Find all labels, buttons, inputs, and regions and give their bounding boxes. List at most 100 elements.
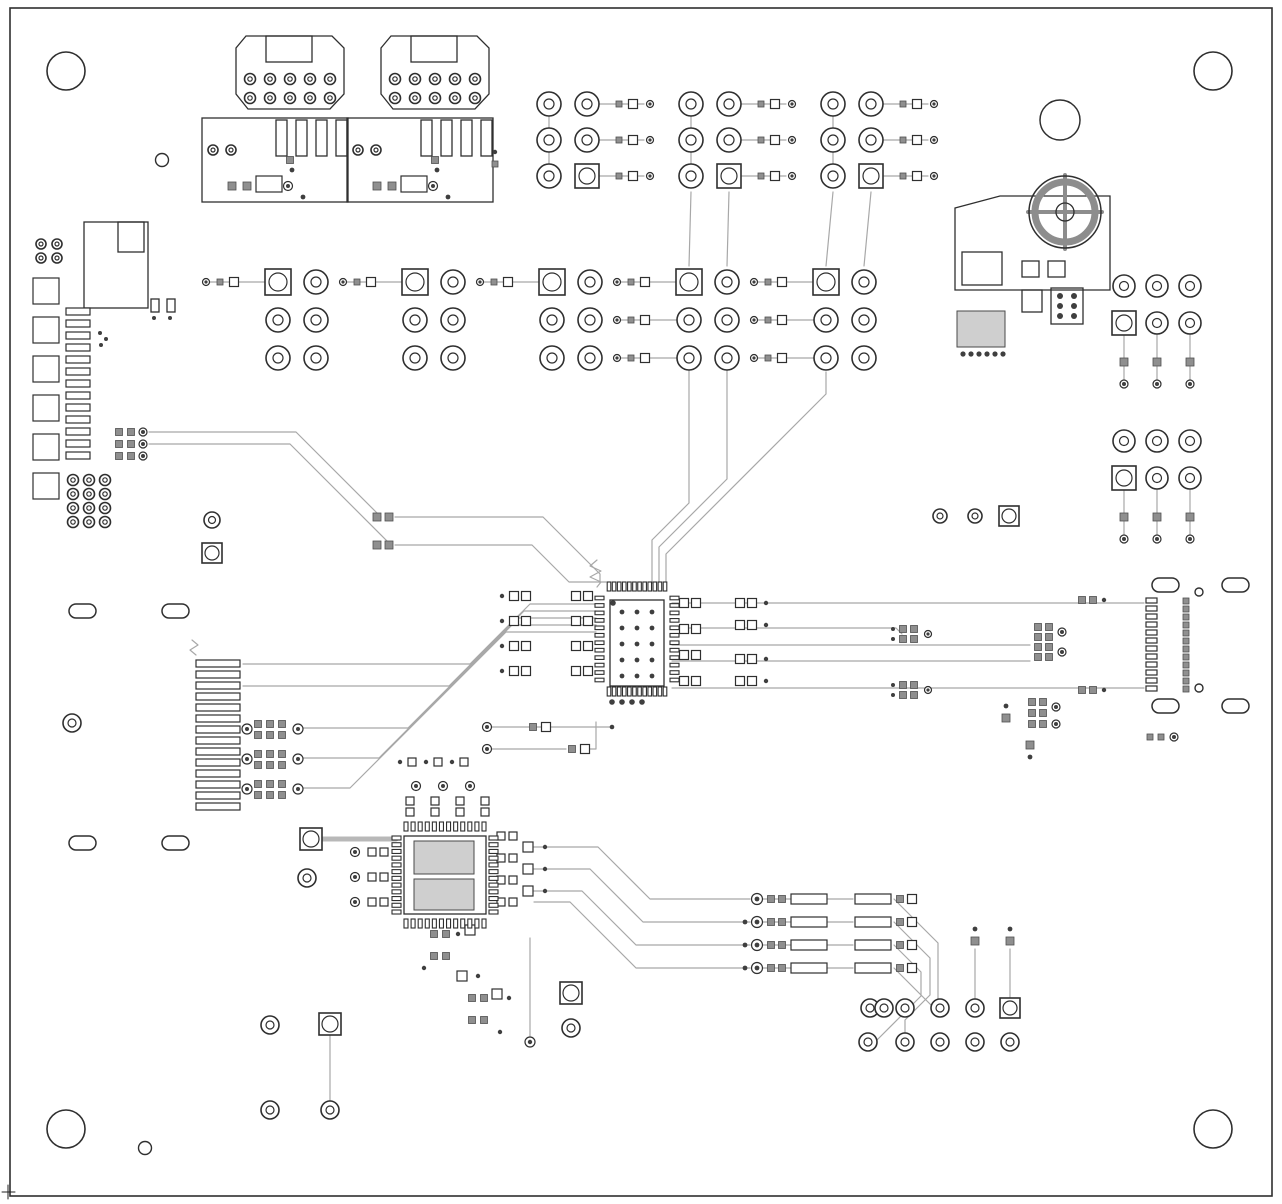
via: [289, 167, 295, 173]
copper-trace: [533, 846, 751, 900]
lower-ic-pin-pad: [488, 842, 499, 848]
smd-pad: [266, 780, 274, 788]
transformer-outline: [201, 117, 349, 203]
smd-pad: [767, 964, 775, 972]
center-ic-pin-pad: [594, 640, 605, 646]
smd-pad-outline: [459, 757, 469, 767]
drill-hole: [1001, 508, 1017, 524]
smd-pad: [266, 750, 274, 758]
copper-trace: [242, 610, 597, 687]
drill-hole: [862, 167, 880, 185]
via: [619, 609, 625, 615]
smd-pad-outline: [365, 276, 377, 288]
smd-pad: [1185, 512, 1195, 522]
smd-pad: [1005, 936, 1015, 946]
lower-ic-pin-pad: [488, 889, 499, 895]
slot-pad: [1151, 577, 1180, 593]
lower-ic-pin-pad: [460, 918, 466, 929]
smd-pad: [1182, 637, 1190, 645]
lower-ic-pin-pad: [424, 918, 430, 929]
drill-hole: [683, 352, 695, 364]
smd-pad-outline: [734, 597, 746, 609]
drill-hole: [325, 1105, 335, 1115]
drill-hole: [1151, 435, 1163, 447]
smd-pad-outline: [579, 743, 591, 755]
smd-pad-outline: [367, 847, 377, 857]
smd-pad: [1034, 643, 1042, 651]
via: [245, 757, 249, 761]
smd-pad: [899, 635, 907, 643]
center-ic-p​in-pad: [606, 581, 612, 592]
drill-hole: [247, 76, 253, 82]
drill-hole: [432, 95, 438, 101]
smd-pad: [910, 625, 918, 633]
mount-hole: [1193, 51, 1233, 91]
smd-pad: [778, 918, 786, 926]
smd-pad: [1182, 669, 1190, 677]
drill-hole: [447, 352, 459, 364]
lower-ic-pin-pad: [474, 918, 480, 929]
smd-pad-outline: [508, 831, 518, 841]
power-connector-outline: [954, 195, 1111, 291]
slot-pad: [1221, 577, 1250, 593]
copper-trace: [302, 617, 597, 729]
ic-paddle-outline: [609, 599, 665, 687]
drill-hole: [355, 147, 361, 153]
smd-pad: [480, 1016, 488, 1024]
smd-pad: [764, 354, 772, 362]
drill-hole: [272, 314, 284, 326]
via: [449, 759, 455, 765]
smd-pad: [227, 181, 237, 191]
connector-pin-pad: [1145, 597, 1158, 604]
center-ic-pin-pad: [611, 686, 617, 697]
via: [1101, 597, 1107, 603]
via: [1057, 303, 1063, 309]
power-module-body: [265, 35, 313, 63]
drill-hole: [102, 491, 108, 497]
lower-ic-pin-pad: [488, 895, 499, 902]
connector-pin-pad: [195, 802, 241, 811]
smd-pad-outline: [508, 615, 520, 627]
copper-trace: [533, 890, 751, 946]
smd-pad-outline: [906, 893, 918, 905]
via: [752, 318, 756, 322]
smd-pad: [278, 720, 286, 728]
smd-pad: [442, 952, 450, 960]
resistor-pad: [790, 939, 828, 951]
smd-pad: [431, 156, 439, 164]
mount-hole: [46, 1109, 86, 1149]
connector-pin-pad: [65, 451, 91, 460]
smd-pad-outline: [582, 640, 594, 652]
slot: [295, 119, 308, 157]
smd-pad: [286, 156, 294, 164]
lower-ic-pin-pad: [453, 918, 459, 929]
smd-pad: [254, 731, 262, 739]
connector-pin-pad: [1145, 629, 1158, 636]
drill-hole: [720, 167, 738, 185]
via: [1101, 687, 1107, 693]
smd-pad: [1034, 653, 1042, 661]
component-outline: [961, 251, 1003, 286]
resistor-pad: [854, 939, 892, 951]
via: [619, 625, 625, 631]
center-ic-pin-pad: [652, 686, 658, 697]
via: [891, 637, 895, 641]
smd-pad-outline: [508, 875, 518, 885]
smd-pad-outline: [456, 970, 468, 982]
smd-pad: [115, 452, 123, 460]
drill-hole: [472, 95, 478, 101]
drill-hole: [1118, 280, 1130, 292]
drill-hole: [272, 352, 284, 364]
drill-hole: [816, 272, 836, 292]
smd-pad: [1078, 686, 1086, 694]
via: [648, 174, 652, 178]
smd-pad: [372, 540, 382, 550]
component-outline: [1021, 289, 1043, 313]
drill-hole: [865, 98, 877, 110]
via: [1003, 703, 1009, 709]
via: [414, 784, 418, 788]
smd-pad-outline: [405, 796, 415, 806]
via: [754, 965, 760, 971]
drill-hole: [307, 76, 313, 82]
